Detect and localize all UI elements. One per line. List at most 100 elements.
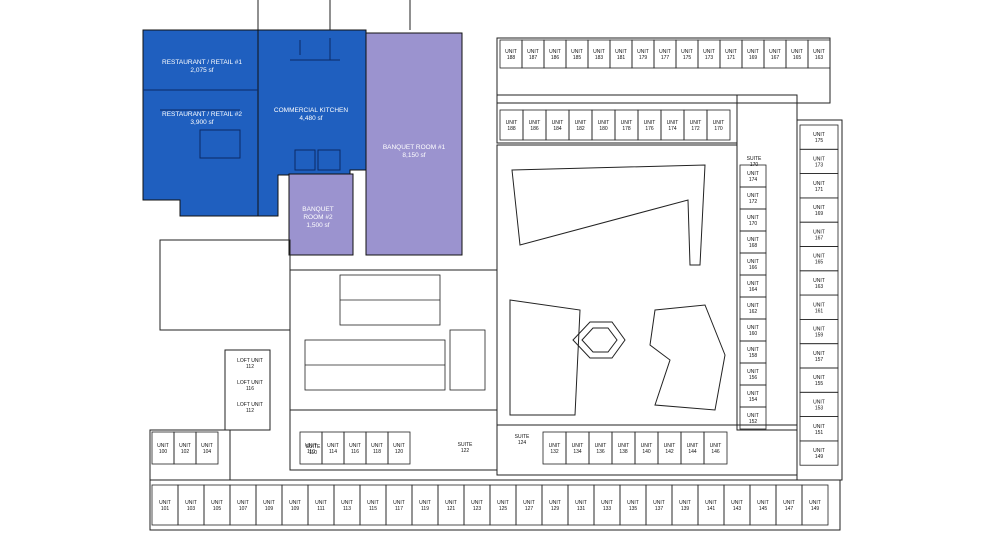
bottom-unit-unit-word: UNIT xyxy=(809,500,821,506)
right-inner-unit-unit-word: UNIT xyxy=(747,325,759,331)
right-outer-unit-unit-word: UNIT xyxy=(813,254,825,260)
right-inner-unit-number: 164 xyxy=(749,287,758,293)
bottom-unit-number: 105 xyxy=(213,506,222,512)
right-inner-unit-number: 174 xyxy=(749,177,758,183)
loft-number: 112 xyxy=(246,408,254,414)
bottom-unit-number: 109 xyxy=(265,506,274,512)
retail1-name: RESTAURANT / RETAIL #1 xyxy=(162,59,242,66)
right-outer-unit-number: 163 xyxy=(815,284,824,290)
suite-label: SUITE xyxy=(306,444,321,450)
bottom-unit-unit-word: UNIT xyxy=(159,500,171,506)
bottom-unit-number: 113 xyxy=(343,506,351,512)
right-inner-unit-unit-word: UNIT xyxy=(747,369,759,375)
right-outer-unit-unit-word: UNIT xyxy=(813,181,825,187)
mid-right-unit-number: 146 xyxy=(711,449,720,455)
right-outer-unit-number: 165 xyxy=(815,260,824,266)
bottom-unit-number: 101 xyxy=(161,506,170,512)
mid-left-unit-number: 120 xyxy=(395,449,404,455)
second-row-unit-number: 172 xyxy=(691,126,700,132)
right-inner-unit-unit-word: UNIT xyxy=(747,237,759,243)
mid-right-unit-number: 138 xyxy=(619,449,628,455)
right-outer-unit-number: 159 xyxy=(815,333,824,339)
mid-right-unit-unit-word: UNIT xyxy=(572,443,584,449)
bottom-unit-unit-word: UNIT xyxy=(237,500,249,506)
bottom-unit-number: 137 xyxy=(655,506,664,512)
bottom-unit-number: 135 xyxy=(629,506,638,512)
top-row-unit-number: 187 xyxy=(529,55,538,61)
banquet2-name1: BANQUET xyxy=(302,206,333,213)
mid-left-unit-unit-word: UNIT xyxy=(327,443,339,449)
right-outer-unit-number: 171 xyxy=(815,187,824,193)
second-row-unit-number: 174 xyxy=(668,126,677,132)
second-row-unit-unit-word: UNIT xyxy=(506,120,518,126)
mid-right-unit-number: 132 xyxy=(550,449,559,455)
right-outer-unit-number: 167 xyxy=(815,235,824,241)
second-row-unit-unit-word: UNIT xyxy=(667,120,679,126)
bottom-unit-unit-word: UNIT xyxy=(367,500,379,506)
bottom-unit-number: 121 xyxy=(447,506,456,512)
mid-right-unit-unit-word: UNIT xyxy=(664,443,676,449)
banquet2-name2: ROOM #2 xyxy=(303,214,333,221)
mid-left-unit-unit-word: UNIT xyxy=(349,443,361,449)
bottom-unit-unit-word: UNIT xyxy=(211,500,223,506)
bottom-unit-unit-word: UNIT xyxy=(445,500,457,506)
bottom-unit-number: 115 xyxy=(369,506,377,512)
bottom-unit-number: 111 xyxy=(317,506,325,512)
second-row-unit-cell xyxy=(706,109,731,141)
top-row-unit-number: 183 xyxy=(595,55,604,61)
right-outer-unit-unit-word: UNIT xyxy=(813,351,825,357)
suite-number: 122 xyxy=(461,448,470,454)
loft-label: LOFT UNIT xyxy=(237,402,263,408)
top-row-unit-unit-word: UNIT xyxy=(725,49,737,55)
bottom-unit-number: 117 xyxy=(395,506,403,512)
top-row-unit-unit-word: UNIT xyxy=(505,49,517,55)
bottom-unit-number: 123 xyxy=(473,506,482,512)
right-outer-unit-unit-word: UNIT xyxy=(813,424,825,430)
bottom-unit-unit-word: UNIT xyxy=(315,500,327,506)
bottom-unit-unit-word: UNIT xyxy=(471,500,483,506)
mid-right-unit-number: 134 xyxy=(573,449,582,455)
retail1-size: 2,075 sf xyxy=(190,67,213,74)
second-row-unit-unit-word: UNIT xyxy=(575,120,587,126)
top-row-unit-number: 173 xyxy=(705,55,714,61)
mid-right-unit-number: 136 xyxy=(596,449,605,455)
right-outer-unit-unit-word: UNIT xyxy=(813,327,825,333)
right-outer-unit-number: 175 xyxy=(815,138,824,144)
second-row-unit-number: 184 xyxy=(553,126,562,132)
top-row-unit-unit-word: UNIT xyxy=(681,49,693,55)
bottom-unit-number: 103 xyxy=(187,506,196,512)
right-outer-unit-unit-word: UNIT xyxy=(813,302,825,308)
right-inner-unit-unit-word: UNIT xyxy=(747,171,759,177)
bottom-unit-number: 139 xyxy=(681,506,690,512)
right-outer-unit-unit-word: UNIT xyxy=(813,132,825,138)
second-row-unit-unit-word: UNIT xyxy=(552,120,564,126)
mid-left-unit-cell xyxy=(387,431,411,465)
right-inner-unit-number: 172 xyxy=(749,199,758,205)
right-inner-unit-unit-word: UNIT xyxy=(747,303,759,309)
top-row-unit-cell xyxy=(807,39,831,69)
right-outer-unit-unit-word: UNIT xyxy=(813,375,825,381)
right-outer-unit-unit-word: UNIT xyxy=(813,156,825,162)
bottom-unit-unit-word: UNIT xyxy=(575,500,587,506)
top-row-unit-number: 169 xyxy=(749,55,758,61)
bottom-unit-number: 143 xyxy=(733,506,742,512)
bottom-unit-unit-word: UNIT xyxy=(731,500,743,506)
top-row-unit-number: 181 xyxy=(617,55,626,61)
second-row-unit-unit-word: UNIT xyxy=(621,120,633,126)
top-row-unit-number: 165 xyxy=(793,55,802,61)
bottom-unit-unit-word: UNIT xyxy=(185,500,197,506)
suite-label: SUITE xyxy=(458,442,473,448)
loft-number: 116 xyxy=(246,386,254,392)
mid-right-unit-unit-word: UNIT xyxy=(710,443,722,449)
banquet1-size: 8,150 sf xyxy=(402,152,425,159)
top-row-unit-unit-word: UNIT xyxy=(703,49,715,55)
mid-right-unit-number: 142 xyxy=(665,449,674,455)
second-row-unit-unit-word: UNIT xyxy=(529,120,541,126)
bottom-unit-unit-word: UNIT xyxy=(289,500,301,506)
bottom-unit-number: 109 xyxy=(291,506,300,512)
second-row-unit-unit-word: UNIT xyxy=(598,120,610,126)
right-outer-unit-unit-word: UNIT xyxy=(813,278,825,284)
top-row-unit-number: 179 xyxy=(639,55,648,61)
kitchen-name: COMMERCIAL KITCHEN xyxy=(274,107,348,114)
